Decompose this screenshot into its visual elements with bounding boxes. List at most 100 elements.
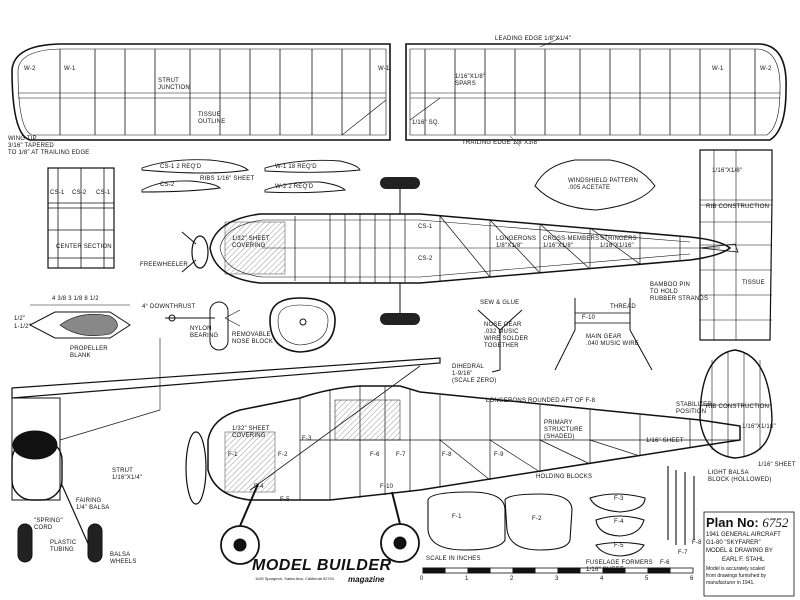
rib-cs1-label: CS-1 2 REQ'D bbox=[160, 164, 202, 170]
rib-w1-label: W-1 18 REQ'D bbox=[275, 164, 317, 170]
w1-mid-label: W-1 bbox=[378, 66, 390, 72]
landing-gear-details bbox=[477, 298, 653, 373]
former-f4-label: F-4 bbox=[614, 519, 624, 525]
spring-cord-label: "SPRING" CORD bbox=[34, 518, 63, 531]
plan-number: 6752 bbox=[762, 515, 789, 530]
freewheeler-label: FREEWHEELER bbox=[140, 262, 188, 268]
horizontal-tail bbox=[699, 149, 773, 341]
tissue-outline-label: TISSUE OUTLINE bbox=[198, 112, 226, 125]
title-line-7: manufacturer in 1941. bbox=[706, 580, 755, 586]
w2-right-label: W-2 bbox=[760, 66, 772, 72]
side-f2-label: F-2 bbox=[278, 452, 288, 458]
scale-bar bbox=[422, 567, 694, 574]
side-sheet-covering-label: 1/32" SHEET COVERING bbox=[232, 426, 270, 439]
side-f8-label: F-8 bbox=[442, 452, 452, 458]
nose-gear-label: NOSE GEAR .032 MUSIC WIRE SOLDER TOGETHE… bbox=[484, 322, 529, 349]
side-f6-label: F-6 bbox=[370, 452, 380, 458]
rib-construction-top-label: RIB CONSTRUCTION bbox=[706, 204, 770, 210]
propeller-blank bbox=[28, 304, 131, 339]
nylon-bearing-label: NYLON BEARING bbox=[190, 326, 219, 339]
primary-structure-label: PRIMARY STRUCTURE (SHADED) bbox=[544, 420, 583, 440]
title-line-2: G1-80 "SKYFARER" bbox=[706, 540, 761, 546]
title-block-frame bbox=[703, 511, 795, 597]
top-cs2-label: CS-2 bbox=[418, 256, 433, 262]
holding-blocks-label: HOLDING BLOCKS bbox=[536, 474, 593, 480]
removable-nose-block-label: REMOVABLE NOSE BLOCK bbox=[232, 332, 274, 345]
sew-glue-label: SEW & GLUE bbox=[480, 300, 520, 306]
cross-members-label: CROSS-MEMBERS 1/16"X1/8" bbox=[543, 236, 600, 249]
center-section bbox=[47, 167, 115, 269]
scale-tick-6: 6 bbox=[690, 576, 694, 582]
side-f7-label: F-7 bbox=[396, 452, 406, 458]
windshield-pattern bbox=[534, 159, 656, 211]
fuselage-formers-label: FUSELAGE FORMERS 1/16" SHEET bbox=[586, 560, 653, 573]
center-cs1b-label: CS-1 bbox=[96, 190, 111, 196]
tissue-label: TISSUE bbox=[742, 280, 765, 286]
ribs-sheet-label: RIBS 1/16" SHEET bbox=[200, 176, 255, 182]
wing-tip-label: WING TIP 3/16" TAPERED TO 1/8" AT TRAILI… bbox=[8, 136, 90, 156]
title-line-3: MODEL & DRAWING by bbox=[706, 548, 773, 554]
scale-tick-5: 5 bbox=[645, 576, 649, 582]
tail-rib-size-label: 1/16"X1/8" bbox=[712, 168, 743, 174]
side-f10-label: F-10 bbox=[380, 484, 394, 490]
publisher-address: 1105 Spurgeon, Santa Ana, California 927… bbox=[255, 576, 335, 581]
vertical-tail bbox=[699, 349, 773, 459]
former-f7-label: F-7 bbox=[678, 550, 688, 556]
trailing-edge-label: TRAILING EDGE 1/8"X3/8" bbox=[462, 140, 540, 146]
rib-cs2-label: CS-2 bbox=[160, 182, 175, 188]
title-line-6: from drawings furnished by bbox=[706, 573, 767, 579]
former-f5-label: F-5 bbox=[614, 543, 624, 549]
scale-tick-3: 3 bbox=[555, 576, 559, 582]
plastic-tubing-label: PLASTIC TUBING bbox=[50, 540, 77, 553]
plan-label: Plan No: bbox=[706, 515, 759, 530]
propeller-blank-label: PROPELLER BLANK bbox=[70, 346, 108, 359]
title-line-1: 1941 GENERAL AIRCRAFT bbox=[706, 532, 781, 538]
fuselage-side-view bbox=[185, 365, 741, 565]
leading-edge-label: LEADING EDGE 1/8"X1/4" bbox=[495, 36, 572, 42]
propeller-dims-label: 4 3/8 3 1/8 8 1/2 bbox=[52, 296, 99, 302]
top-cs1-label: CS-1 bbox=[418, 224, 433, 230]
top-sheet-covering-label: 1/32" SHEET COVERING bbox=[232, 236, 270, 249]
longerons-rounded-label: LONGERONS ROUNDED AFT OF F-8 bbox=[486, 398, 596, 404]
strut-junction-label: STRUT JUNCTION bbox=[158, 78, 190, 91]
center-cs1a-label: CS-1 bbox=[50, 190, 65, 196]
former-f8-label: F-8 bbox=[692, 540, 702, 546]
publisher-magazine: magazine bbox=[348, 575, 385, 584]
front-view bbox=[11, 397, 161, 563]
downthrust-label: 4° DOWNTHRUST bbox=[142, 304, 196, 310]
former-f1-label: F-1 bbox=[452, 514, 462, 520]
gear-f10-label: F-10 bbox=[582, 315, 596, 321]
title-line-5: Model is accurately scaled bbox=[706, 566, 765, 572]
publisher-logo: MODEL BUILDER bbox=[252, 557, 392, 574]
title-line-4: EARL F. STAHL bbox=[722, 557, 765, 563]
side-f3-label: F-3 bbox=[302, 436, 312, 442]
balsa-wheels-label: BALSA WHEELS bbox=[110, 552, 137, 565]
side-f4-label: F-4 bbox=[254, 484, 264, 490]
right-wing-panel bbox=[405, 37, 787, 147]
rib-construction-bottom-label: RIB CONSTRUCTION bbox=[706, 404, 770, 410]
rib-w2-label: W-2 2 REQ'D bbox=[275, 184, 314, 190]
square-label: 1/16" SQ. bbox=[412, 120, 440, 126]
scale-tick-0: 0 bbox=[420, 576, 424, 582]
fuselage-top-view bbox=[181, 177, 739, 325]
main-gear-label: MAIN GEAR .040 MUSIC WIRE bbox=[586, 334, 640, 347]
former-f6-label: F-6 bbox=[660, 560, 670, 566]
thread-label: THREAD bbox=[610, 304, 636, 310]
scale-tick-2: 2 bbox=[510, 576, 514, 582]
dihedral-label: DIHEDRAL 1-9/16" (SCALE ZERO) bbox=[452, 364, 497, 384]
spars-label: 1/16"X1/8" SPARS bbox=[455, 74, 486, 87]
side-f1-label: F-1 bbox=[228, 452, 238, 458]
fairing-label: FAIRING 1/4" BALSA bbox=[76, 498, 110, 511]
propeller-half-label: 1/2" bbox=[14, 316, 26, 322]
scale-label: SCALE IN INCHES bbox=[426, 556, 481, 562]
side-sheet-label: 1/16" SHEET bbox=[646, 438, 684, 444]
bamboo-pin-label: BAMBOO PIN TO HOLD RUBBER STRANDS bbox=[650, 282, 709, 302]
plan-number-heading: Plan No: 6752 bbox=[706, 515, 788, 531]
propeller-one-half-label: 1-1/2" bbox=[14, 324, 32, 330]
fuselage-formers bbox=[427, 466, 695, 557]
former-f2-label: F-2 bbox=[532, 516, 542, 522]
scale-tick-4: 4 bbox=[600, 576, 604, 582]
w2-left-label: W-2 bbox=[24, 66, 36, 72]
nose-parts bbox=[165, 297, 336, 353]
